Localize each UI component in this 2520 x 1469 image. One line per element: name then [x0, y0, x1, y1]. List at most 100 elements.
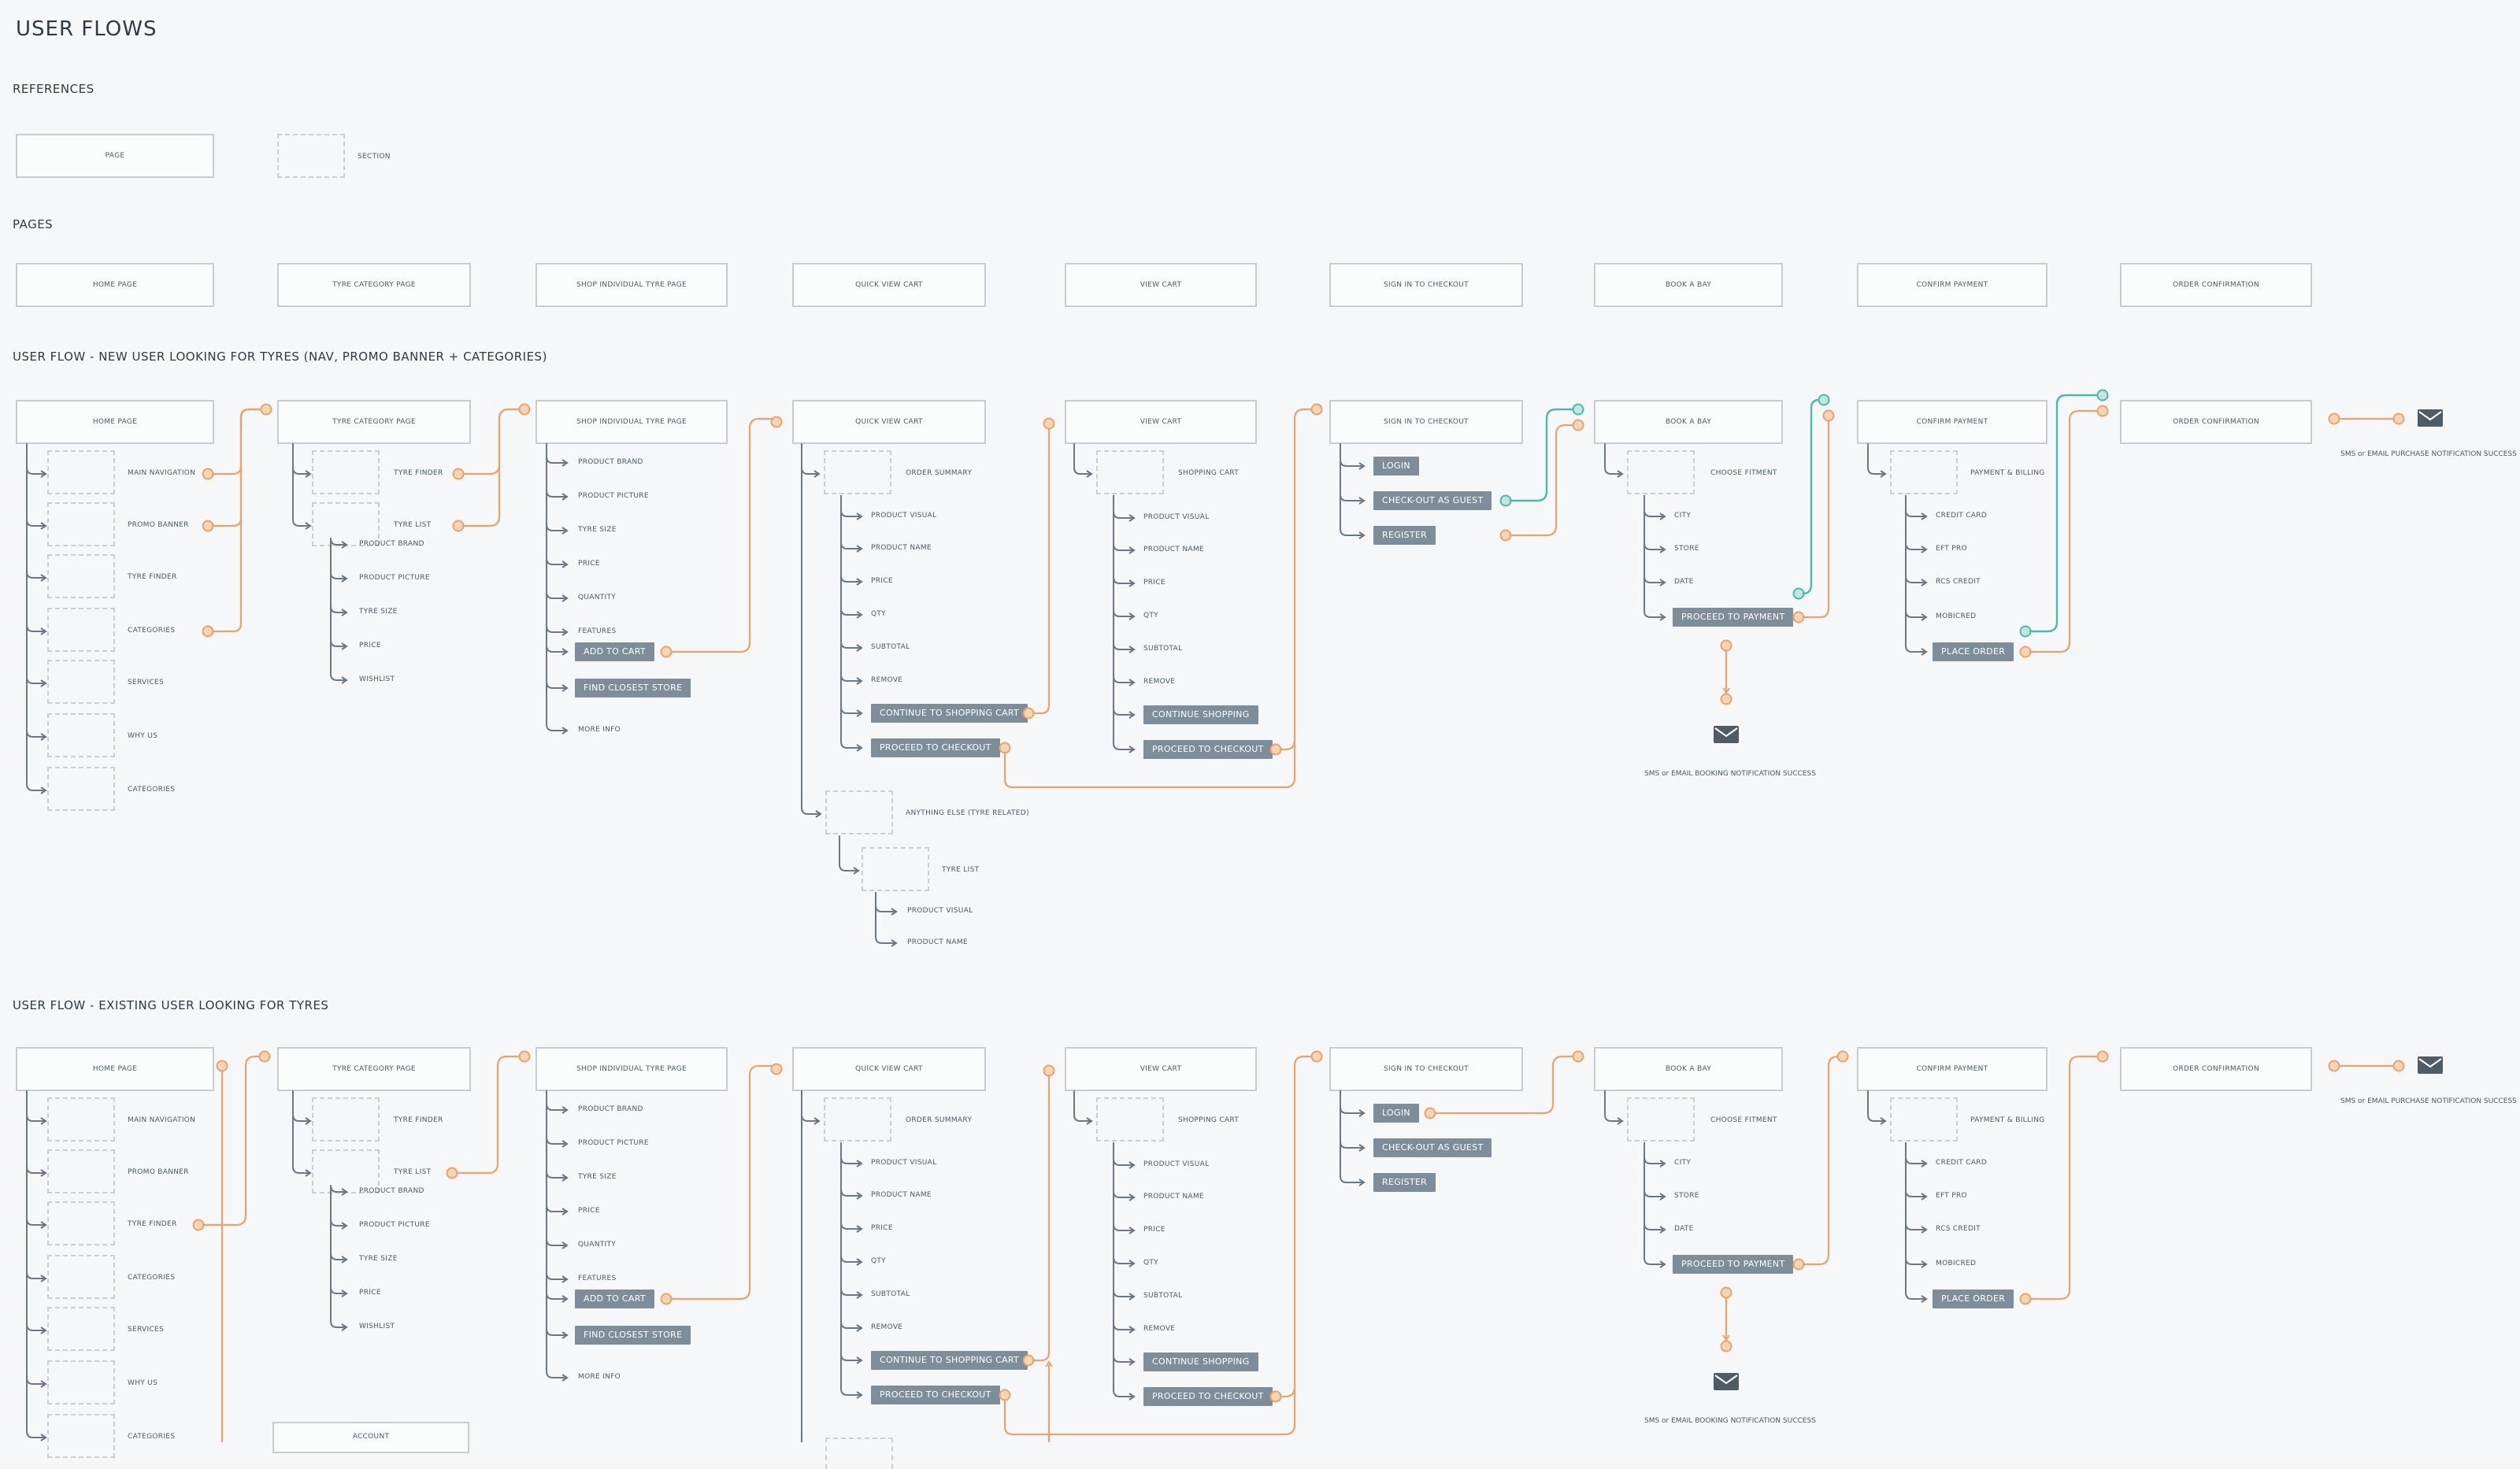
flow1-pay-item-label: EFT PRO [1936, 545, 1967, 553]
arrow-head [40, 679, 47, 687]
flow1-category-sub-label: PRICE [359, 642, 381, 649]
flow1-add-to-cart-button[interactable]: ADD TO CART [575, 642, 654, 661]
connector-line [1003, 1055, 1314, 1436]
flow1-home-section-label: PROMO BANNER [128, 521, 189, 529]
connector-dot [1822, 409, 1835, 422]
arrow-head [1128, 612, 1136, 620]
tree-branch [1604, 443, 1623, 475]
flow2-page-2: SHOP INDIVIDUAL TYRE PAGE [536, 1047, 728, 1091]
tree-branch [801, 443, 820, 475]
flow2-category-sub-label: TYRE SIZE [359, 1255, 398, 1263]
arrow-head [561, 561, 569, 568]
connector-dot [770, 416, 783, 428]
flow2-home-section-box [47, 1097, 115, 1142]
tree-branch [1905, 1142, 1927, 1230]
arrow-head [561, 727, 569, 734]
flow1-sign-button-2[interactable]: REGISTER [1373, 526, 1436, 545]
flow2-find-closest-store-button[interactable]: FIND CLOSEST STORE [575, 1326, 691, 1345]
flow2-sign-button-0[interactable]: LOGIN [1373, 1104, 1419, 1123]
flow2-proceed-to-payment-button[interactable]: PROCEED TO PAYMENT [1673, 1255, 1794, 1274]
connector-dot [1792, 611, 1805, 623]
flow1-qv-checkout-button[interactable]: PROCEED TO CHECKOUT [871, 738, 1000, 757]
connector-dot [446, 1167, 458, 1179]
arrow-head [561, 1174, 569, 1182]
flow1-vc-continue-button[interactable]: CONTINUE SHOPPING [1143, 705, 1258, 724]
flow1-home-section-label: WHY US [128, 732, 158, 740]
flow1-qv-item-label: QTY [871, 610, 886, 618]
flow1-vc-item-label: PRODUCT NAME [1143, 546, 1204, 553]
arrow-head [561, 1208, 569, 1216]
flow1-qv-continue-button[interactable]: CONTINUE TO SHOPPING CART [871, 704, 1028, 723]
connector-dot [1572, 1050, 1584, 1063]
arrow-head [1128, 679, 1136, 686]
arrow-head [1086, 470, 1093, 478]
arrow-head [341, 1290, 348, 1297]
connector-dot [1310, 1050, 1323, 1063]
tree-branch [1867, 443, 1886, 475]
flow2-sign-button-1[interactable]: CHECK-OUT AS GUEST [1373, 1138, 1492, 1157]
flow2-vc-item-label: QTY [1143, 1259, 1158, 1267]
flow1-pay-item-label: RCS CREDIT [1936, 578, 1981, 586]
flow2-page-5: SIGN IN TO CHECKOUT [1329, 1047, 1523, 1091]
tree-branch [546, 1090, 568, 1145]
flow1-bay-item-label: STORE [1674, 545, 1699, 553]
flow1-sign-button-1[interactable]: CHECK-OUT AS GUEST [1373, 491, 1492, 510]
connector-line [1509, 408, 1573, 502]
flow2-qv-checkout-button[interactable]: PROCEED TO CHECKOUT [871, 1386, 1000, 1404]
tree-branch [1644, 1142, 1666, 1230]
flow1-sign-button-0[interactable]: LOGIN [1373, 457, 1419, 475]
flow1-vc-checkout-button[interactable]: PROCEED TO CHECKOUT [1143, 740, 1273, 759]
flow2-vc-checkout-button[interactable]: PROCEED TO CHECKOUT [1143, 1387, 1273, 1406]
tree-branch [1113, 495, 1135, 551]
flow2-home-section-label: SERVICES [128, 1326, 165, 1334]
flow2-pay-item-label: RCS CREDIT [1936, 1225, 1981, 1233]
flow2-qv-continue-button[interactable]: CONTINUE TO SHOPPING CART [871, 1351, 1028, 1370]
arrow-head [40, 1434, 47, 1441]
tree-branch [1340, 1090, 1365, 1183]
arrow-head [561, 1374, 569, 1382]
flow1-qv-tyre-list-label: TYRE LIST [942, 866, 980, 874]
flow2-qv-item-label: REMOVE [871, 1323, 903, 1331]
tree-branch [330, 1193, 347, 1294]
flow2-vc-continue-button[interactable]: CONTINUE SHOPPING [1143, 1352, 1258, 1371]
connector-line [202, 1055, 261, 1227]
tree-branch [546, 1090, 568, 1246]
flow2-page-8: ORDER CONFIRMATION [2120, 1047, 2312, 1091]
flow2-bay-section-label: CHOOSE FITMENT [1710, 1116, 1777, 1124]
flow1-vc-item-label: PRICE [1143, 579, 1166, 586]
flow1-place-order-button[interactable]: PLACE ORDER [1933, 642, 2014, 661]
tree-branch [1113, 1142, 1135, 1166]
flow1-shop-item-label: QUANTITY [578, 594, 617, 601]
flow1-home-section-label: SERVICES [128, 679, 165, 686]
arrow-head [891, 908, 898, 916]
tree-branch [801, 443, 821, 815]
tree-branch [1113, 1142, 1135, 1264]
flow2-add-to-cart-button[interactable]: ADD TO CART [575, 1290, 654, 1308]
tree-branch [840, 495, 862, 517]
tree-branch [26, 1090, 46, 1385]
flow2-category-section-label: TYRE FINDER [394, 1116, 443, 1124]
arrow-head [1358, 462, 1366, 470]
connector-dot [1269, 743, 1282, 756]
arrow-head [1659, 613, 1666, 621]
tree-branch [1905, 1142, 1927, 1300]
tree-branch [546, 443, 568, 599]
arrow-head [1045, 1360, 1053, 1367]
flow2-vc-item-label: PRODUCT NAME [1143, 1193, 1204, 1201]
arrow-head [40, 733, 47, 741]
flow2-place-order-button[interactable]: PLACE ORDER [1933, 1290, 2014, 1308]
pages-heading: PAGES [13, 217, 54, 231]
flow1-vc-section-label: SHOPPING CART [1178, 469, 1240, 477]
flow1-find-closest-store-button[interactable]: FIND CLOSEST STORE [575, 679, 691, 697]
arrow-head [561, 594, 569, 602]
tree-branch [546, 443, 568, 633]
tree-branch [1113, 1142, 1135, 1330]
flow1-proceed-to-payment-button[interactable]: PROCEED TO PAYMENT [1673, 608, 1794, 627]
connector-dot [1424, 1107, 1436, 1119]
tree-branch [840, 495, 862, 682]
flow1-shop-more-info: MORE INFO [578, 726, 621, 734]
flow2-sign-button-2[interactable]: REGISTER [1373, 1173, 1436, 1192]
tree-branch [1113, 495, 1135, 650]
arrow-head [1659, 1193, 1666, 1201]
connector-dot [1269, 1390, 1282, 1403]
